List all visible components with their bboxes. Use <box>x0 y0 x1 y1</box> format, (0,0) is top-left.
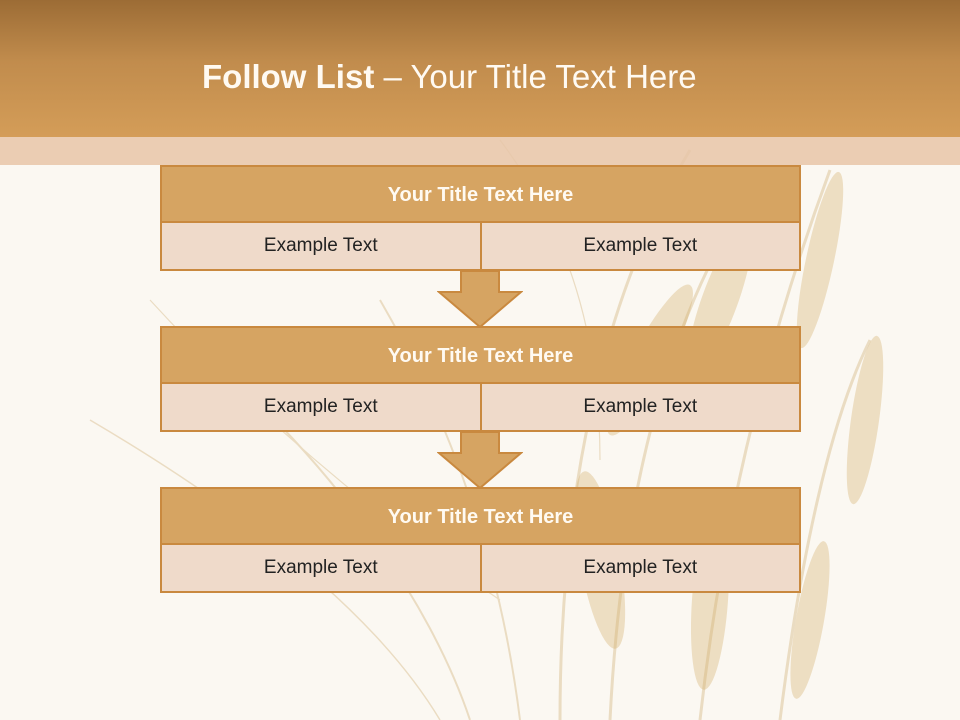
block-cell-right: Example Text <box>479 545 799 591</box>
page-title: Follow List – Your Title Text Here <box>202 52 697 102</box>
down-arrow-icon <box>437 431 523 489</box>
block-cell-left: Example Text <box>162 223 480 269</box>
list-block-1: Your Title Text Here Example Text Exampl… <box>160 165 801 271</box>
block-title: Your Title Text Here <box>162 167 799 223</box>
block-cell-left: Example Text <box>162 545 480 591</box>
title-separator: – <box>383 58 402 95</box>
title-rest: Your Title Text Here <box>410 58 697 95</box>
block-title: Your Title Text Here <box>162 489 799 545</box>
header-band <box>0 137 960 165</box>
block-cell-right: Example Text <box>479 384 799 430</box>
title-bold-part: Follow List <box>202 58 375 95</box>
down-arrow-icon <box>437 270 523 328</box>
list-block-2: Your Title Text Here Example Text Exampl… <box>160 326 801 432</box>
block-cell-right: Example Text <box>479 223 799 269</box>
list-block-3: Your Title Text Here Example Text Exampl… <box>160 487 801 593</box>
block-title: Your Title Text Here <box>162 328 799 384</box>
title-bar: Follow List – Your Title Text Here <box>0 0 960 137</box>
block-cell-left: Example Text <box>162 384 480 430</box>
